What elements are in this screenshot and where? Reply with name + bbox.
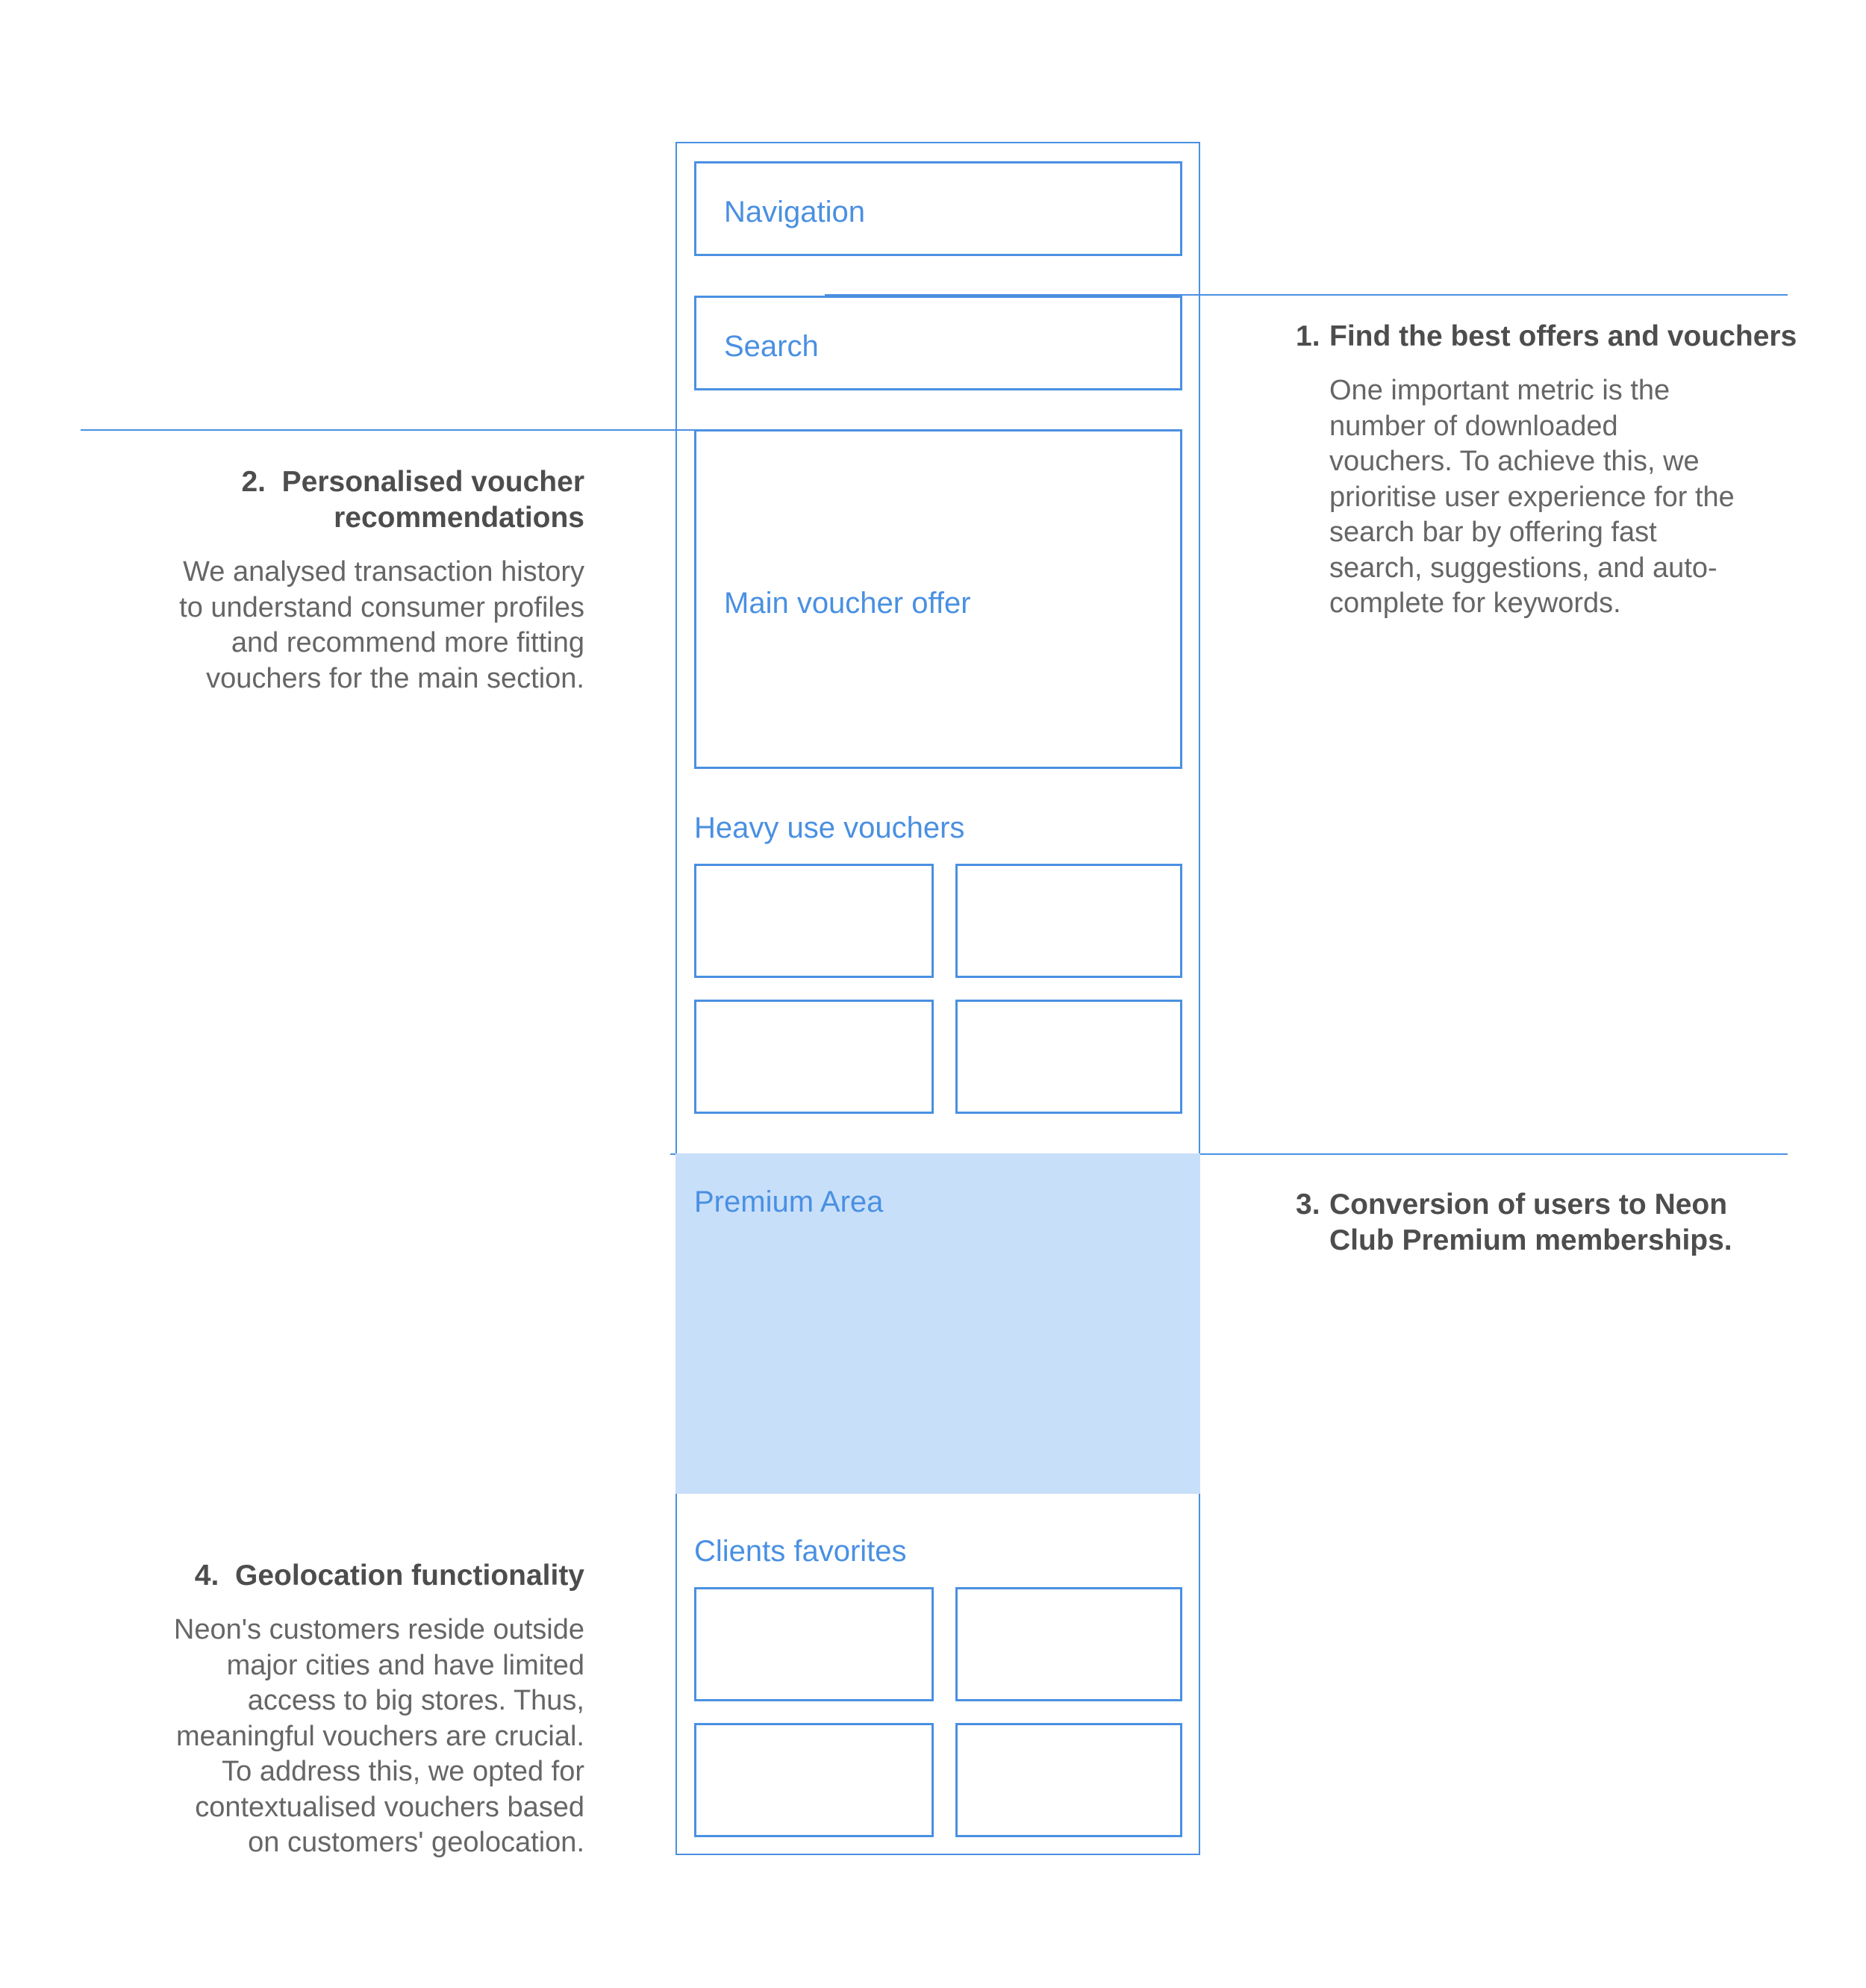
note-1-line: complete for keywords. — [1329, 588, 1621, 619]
note-2-line: and recommend more fitting — [231, 627, 584, 658]
search-bar[interactable]: Search — [694, 296, 1182, 390]
note-1-line: number of downloaded — [1329, 410, 1618, 442]
note-1-body: One important metric is the number of do… — [1329, 373, 1777, 622]
main-voucher-offer[interactable]: Main voucher offer — [694, 429, 1182, 769]
note-4-body: Neon's customers reside outside major ci… — [107, 1612, 584, 1861]
note-1-title: Find the best offers and vouchers — [1329, 320, 1797, 352]
note-4-line: meaningful vouchers are crucial. — [175, 1720, 584, 1752]
note-4-line: access to big stores. Thus, — [247, 1685, 584, 1716]
note-1-line: One important metric is the — [1329, 375, 1670, 406]
connector-line-search — [825, 294, 1788, 296]
note-1-line: search, suggestions, and auto- — [1329, 552, 1717, 584]
clients-favorite-card[interactable] — [955, 1587, 1182, 1701]
note-2-line: vouchers for the main section. — [206, 662, 584, 694]
navigation-label: Navigation — [724, 196, 866, 228]
clients-favorites-label: Clients favorites — [694, 1535, 907, 1568]
note-4-line: contextualised vouchers based — [195, 1791, 584, 1823]
clients-favorite-card[interactable] — [694, 1723, 934, 1837]
note-3-number: 3. — [1296, 1188, 1320, 1221]
note-2-line: We analysed transaction history — [183, 556, 584, 588]
note-4-line: major cities and have limited — [226, 1649, 584, 1681]
note-3-title: Conversion of users to Neon Club Premium… — [1329, 1187, 1732, 1259]
premium-area[interactable] — [675, 1153, 1200, 1494]
note-1-line: prioritise user experience for the — [1329, 481, 1735, 513]
connector-line-main-offer — [81, 429, 694, 431]
premium-area-label: Premium Area — [694, 1185, 884, 1218]
clients-favorite-card[interactable] — [694, 1587, 934, 1701]
note-2-title: 2. Personalised voucher recommendations — [137, 464, 584, 536]
clients-favorite-card[interactable] — [955, 1723, 1182, 1837]
navigation-bar[interactable]: Navigation — [694, 161, 1182, 256]
note-3-title-line: Club Premium memberships. — [1329, 1224, 1732, 1256]
note-2-title-line: 2. Personalised voucher — [241, 466, 584, 498]
connector-line-premium — [670, 1153, 1788, 1155]
main-voucher-offer-label: Main voucher offer — [724, 587, 971, 620]
note-4-title: 4. Geolocation functionality — [194, 1559, 584, 1592]
search-label: Search — [724, 330, 819, 363]
heavy-use-voucher-card[interactable] — [955, 1000, 1182, 1114]
note-2-body: We analysed transaction history to under… — [137, 555, 584, 697]
note-1-line: vouchers. To achieve this, we — [1329, 446, 1700, 477]
note-1-number: 1. — [1296, 320, 1320, 352]
note-4-line: Neon's customers reside outside — [173, 1614, 584, 1645]
heavy-use-voucher-card[interactable] — [955, 864, 1182, 978]
note-2-line: to understand consumer profiles — [179, 591, 584, 623]
heavy-use-voucher-card[interactable] — [694, 864, 934, 978]
heavy-use-voucher-card[interactable] — [694, 1000, 934, 1114]
heavy-use-vouchers-label: Heavy use vouchers — [694, 811, 965, 844]
note-1-line: search bar by offering fast — [1329, 517, 1657, 548]
note-4-line: To address this, we opted for — [222, 1756, 584, 1787]
wireframe-frame — [675, 142, 1200, 1855]
note-2-title-line: recommendations — [334, 502, 584, 534]
note-4-line: on customers' geolocation. — [248, 1827, 584, 1858]
note-3-title-line: Conversion of users to Neon — [1329, 1188, 1728, 1221]
